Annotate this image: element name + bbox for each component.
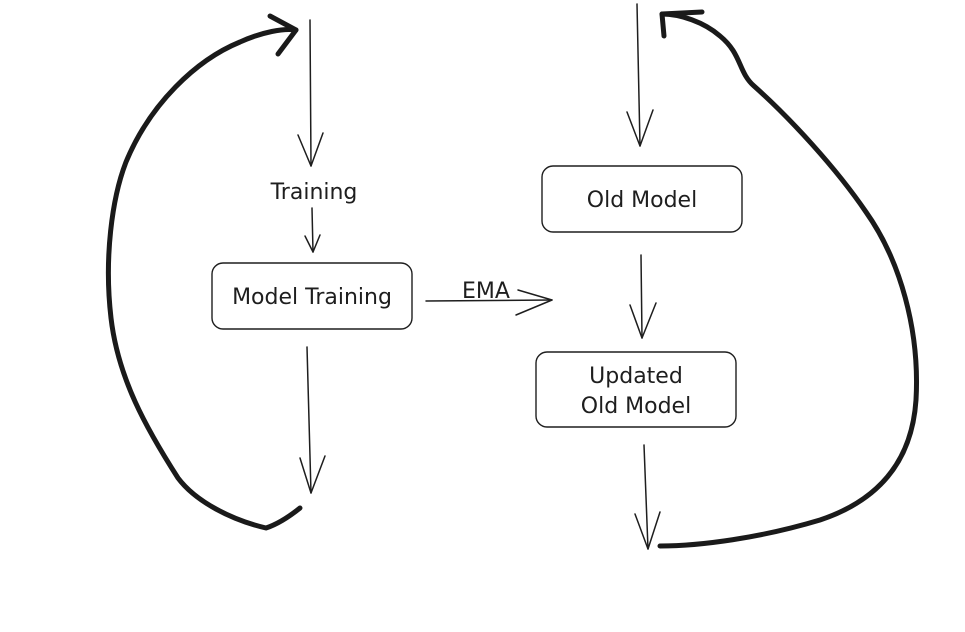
arrow-into-old-model xyxy=(626,3,654,147)
right-loop-arrow xyxy=(657,9,919,549)
left-loop-arrow xyxy=(105,13,303,531)
old-model-box xyxy=(541,165,743,233)
arrow-below-model-training xyxy=(299,346,326,494)
updated-old-model-label-line-2: Old Model xyxy=(581,394,691,419)
updated-old-model-box xyxy=(535,351,737,428)
model-training-box xyxy=(211,262,413,330)
arrow-into-training xyxy=(297,19,324,167)
ema-arrow xyxy=(425,289,553,316)
arrow-training-to-model-training xyxy=(304,207,321,253)
old-model-node: Old Model xyxy=(541,165,743,233)
arrow-old-to-updated xyxy=(629,254,657,339)
arrow-below-updated-old-model xyxy=(634,444,661,550)
training-label: Training xyxy=(270,180,358,205)
ema-label: EMA xyxy=(462,279,510,304)
model-training-label: Model Training xyxy=(232,285,392,310)
model-training-node: Model Training xyxy=(211,262,413,330)
updated-old-model-label-line-1: Updated xyxy=(589,364,683,389)
old-model-label: Old Model xyxy=(587,188,697,213)
updated-old-model-node: Updated Old Model xyxy=(535,351,737,428)
